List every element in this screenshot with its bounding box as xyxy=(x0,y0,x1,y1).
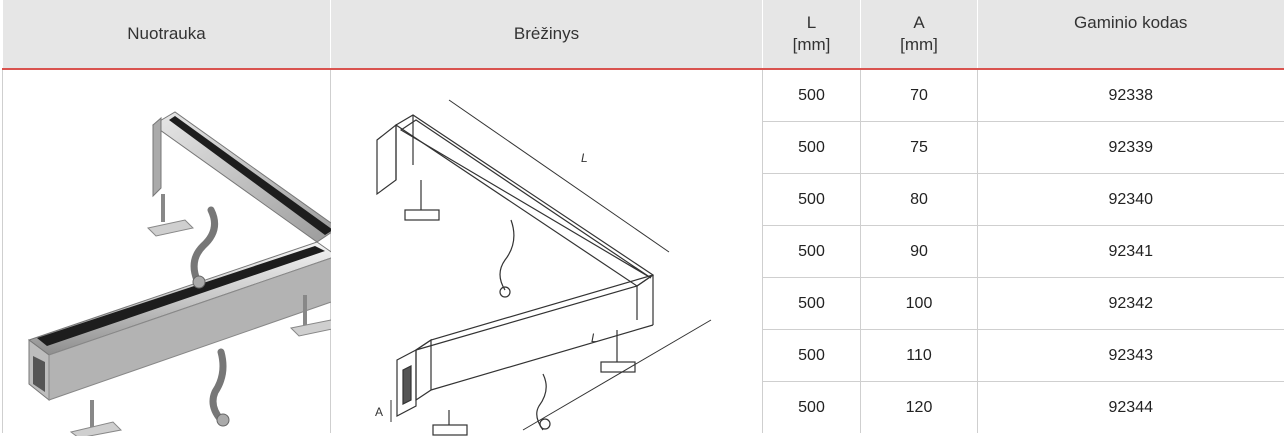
row-6-length: 500 xyxy=(762,329,861,382)
row-6-a: 110 xyxy=(860,329,978,382)
product-photo-cell xyxy=(2,69,331,436)
header-code: Gaminio kodas xyxy=(977,0,1284,70)
row-4-code: 92341 xyxy=(977,225,1284,278)
table-row: 500 90 92341 xyxy=(3,225,1284,278)
drawing-l-label-bottom: L xyxy=(591,331,598,345)
table-row: 500 100 92342 xyxy=(3,277,1284,330)
header-a-label: A [mm] xyxy=(900,13,938,54)
row-2-length: 500 xyxy=(762,121,861,174)
row-7-a: 120 xyxy=(860,381,978,433)
table-row: L L A xyxy=(2,69,1284,436)
row-4-a: 90 xyxy=(860,225,978,278)
table-row: 500 120 92344 xyxy=(3,381,1284,433)
row-3-length: 500 xyxy=(762,173,861,226)
row-6-code: 92343 xyxy=(977,329,1284,382)
row-5-length: 500 xyxy=(762,277,861,330)
row-5-code: 92342 xyxy=(977,277,1284,330)
header-length: L [mm] xyxy=(762,0,861,70)
row-3-a: 80 xyxy=(860,173,978,226)
row-7-length: 500 xyxy=(762,381,861,433)
row-1-length: 500 xyxy=(762,69,861,122)
table-row: 500 80 92340 xyxy=(3,173,1284,226)
header-drawing: Brėžinys xyxy=(330,0,763,70)
header-length-label: L [mm] xyxy=(792,13,831,54)
product-photo xyxy=(27,111,331,436)
drawing-l-label-top: L xyxy=(581,151,588,165)
header-row: Nuotrauka Brėžinys L [mm] A [mm] Gaminio… xyxy=(2,0,1284,70)
row-1-a: 70 xyxy=(860,69,978,122)
row-5-a: 100 xyxy=(860,277,978,330)
table-row: 500 75 92339 xyxy=(3,121,1284,174)
row-2-code: 92339 xyxy=(977,121,1284,174)
row-7-code: 92344 xyxy=(977,381,1284,433)
header-photo: Nuotrauka xyxy=(2,0,331,70)
drawing-cell: L L A xyxy=(330,69,763,436)
header-a: A [mm] xyxy=(860,0,978,70)
row-1-code: 92338 xyxy=(977,69,1284,122)
row-3-code: 92340 xyxy=(977,173,1284,226)
row-2-a: 75 xyxy=(860,121,978,174)
row-4-length: 500 xyxy=(762,225,861,278)
table-row: 500 110 92343 xyxy=(3,329,1284,382)
technical-drawing: L L A xyxy=(375,99,712,436)
drawing-a-label: A xyxy=(375,405,383,419)
